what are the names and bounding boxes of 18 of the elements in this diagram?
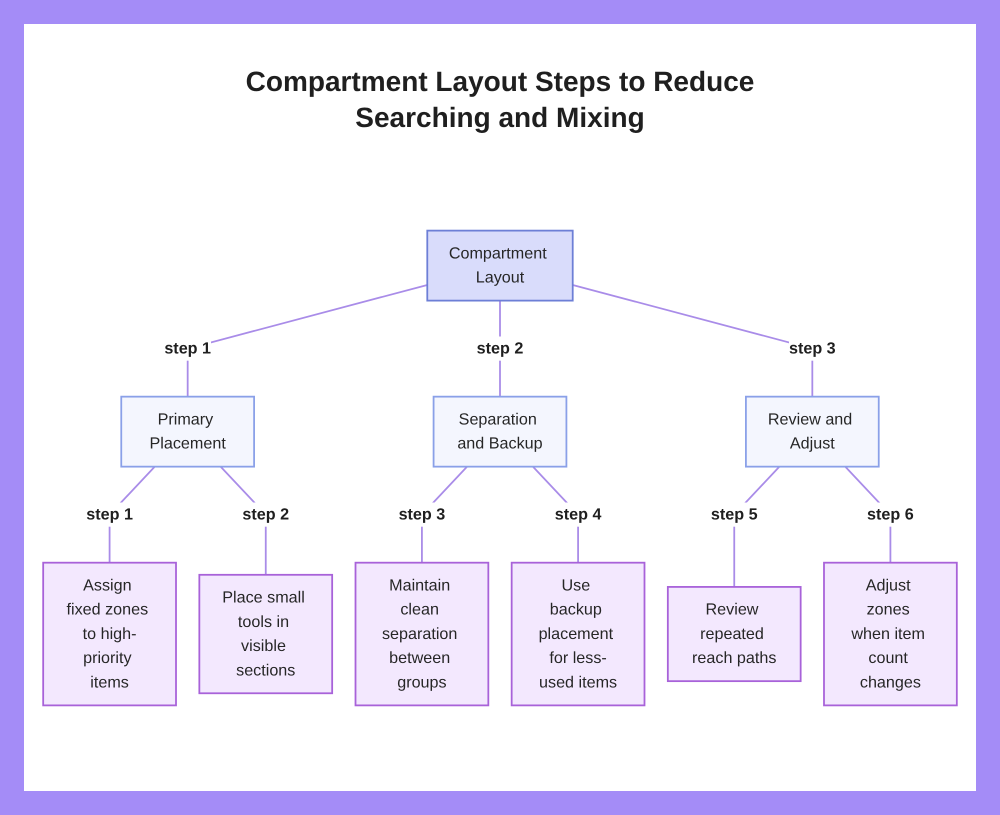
process-box: Compartment Layout xyxy=(426,230,574,302)
edge-label: step 5 xyxy=(710,502,758,527)
edge-label: step 2 xyxy=(476,336,524,361)
process-box: Review and Adjust xyxy=(745,396,880,468)
process-box: Primary Placement xyxy=(120,396,255,468)
process-box: Use backup placement for less-used items xyxy=(510,562,646,706)
edge-label: step 6 xyxy=(867,502,914,527)
edge-label: step 3 xyxy=(398,502,446,527)
process-box: Adjust zones when item count changes xyxy=(823,562,958,706)
edge-label: step 2 xyxy=(242,502,290,527)
process-box: Maintain clean separation between groups xyxy=(354,562,490,706)
diagram-title: Compartment Layout Steps to Reduce Searching and Mixing xyxy=(244,65,756,135)
process-box: Review repeated reach paths xyxy=(666,586,802,682)
edge-label: step 1 xyxy=(86,502,133,527)
edge-label: step 4 xyxy=(554,502,602,527)
process-box: Assign fixed zones to high-priority items xyxy=(42,562,177,706)
process-box: Place small tools in visible sections xyxy=(198,574,334,694)
process-box: Separation and Backup xyxy=(432,396,568,468)
